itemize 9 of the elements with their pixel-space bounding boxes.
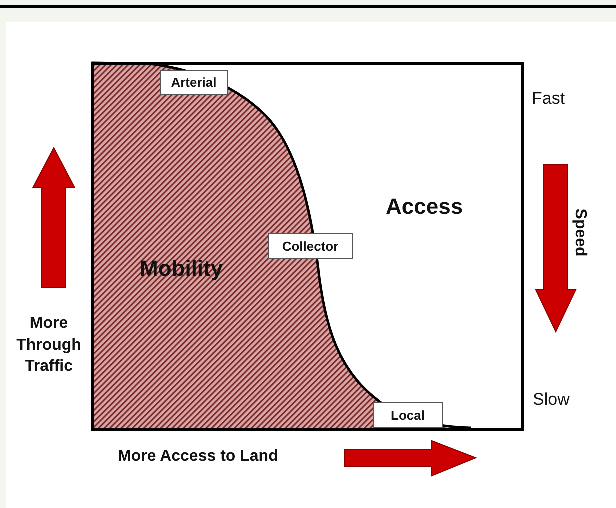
road-class-label: Local bbox=[373, 402, 443, 428]
axis-label: Speed bbox=[570, 208, 590, 257]
road-class-label: Collector bbox=[268, 233, 353, 259]
speed-level-label: Fast bbox=[532, 88, 566, 110]
axis-label: More Access to Land bbox=[118, 447, 278, 467]
region-label: Access bbox=[386, 193, 464, 221]
axis-label: More Through Traffic bbox=[16, 314, 82, 378]
speed-level-label: Slow bbox=[533, 389, 570, 411]
road-class-label: Arterial bbox=[160, 70, 228, 95]
